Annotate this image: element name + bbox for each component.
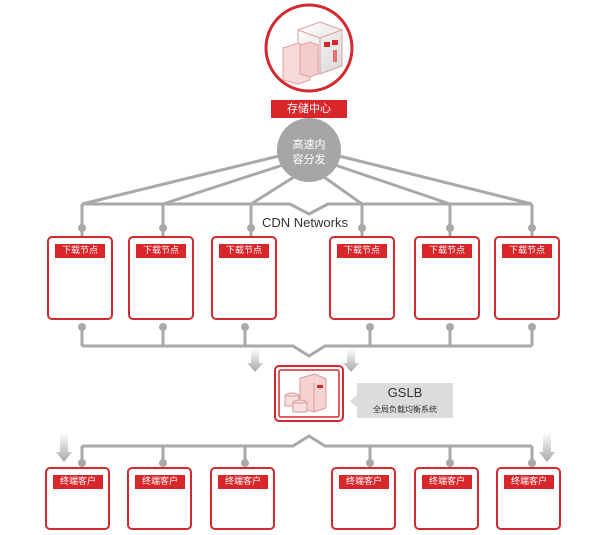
storage-server-icon — [282, 21, 343, 85]
client-top-dots — [78, 459, 536, 467]
hub-circle — [277, 118, 341, 182]
client-node: 终端客户 — [127, 467, 192, 530]
cdn-networks-label: CDN Networks — [262, 215, 348, 230]
download-node-label: 下载节点 — [337, 244, 387, 258]
hub-label-line1: 高速内 — [292, 138, 326, 151]
cdn-fanout-lines — [80, 154, 534, 238]
client-fanout-lines — [80, 434, 534, 462]
client-node: 终端客户 — [45, 467, 110, 530]
client-node: 终端客户 — [210, 467, 275, 530]
download-node-label: 下载节点 — [219, 244, 269, 258]
download-node: 下载节点 — [128, 236, 194, 320]
download-node-label: 下载节点 — [502, 244, 552, 258]
down-arrow-icon — [56, 432, 72, 462]
download-node: 下载节点 — [329, 236, 395, 320]
download-node: 下载节点 — [414, 236, 480, 320]
client-node-label: 终端客户 — [135, 475, 185, 489]
download-node-label: 下载节点 — [55, 244, 105, 258]
gslb-callout — [357, 383, 453, 418]
client-node: 终端客户 — [496, 467, 561, 530]
client-node-label: 终端客户 — [53, 475, 103, 489]
node-bottom-dots — [78, 323, 536, 331]
client-node-label: 终端客户 — [218, 475, 268, 489]
client-node: 终端客户 — [414, 467, 479, 530]
gslb-subtitle: 全局负载均衡系统 — [373, 405, 437, 414]
download-node-label: 下载节点 — [136, 244, 186, 258]
down-arrow-icon — [247, 348, 263, 372]
client-node: 终端客户 — [331, 467, 396, 530]
gslb-node — [274, 365, 344, 422]
storage-center — [264, 3, 354, 93]
gslb-title: GSLB — [387, 385, 423, 400]
download-node: 下载节点 — [211, 236, 277, 320]
gslb-callout-pointer — [350, 395, 357, 407]
down-arrow-icon — [539, 432, 555, 462]
hub-label: 高速内 容分发 — [279, 137, 339, 167]
client-node-label: 终端客户 — [422, 475, 472, 489]
hub-label-line2: 容分发 — [292, 153, 326, 166]
download-node: 下载节点 — [47, 236, 113, 320]
database-server-icon — [284, 373, 327, 413]
node-merge-lines — [80, 326, 534, 358]
client-node-label: 终端客户 — [504, 475, 554, 489]
download-node: 下载节点 — [494, 236, 560, 320]
cdn-top-dots — [78, 224, 536, 232]
down-arrow-icon — [343, 348, 359, 372]
download-node-label: 下载节点 — [422, 244, 472, 258]
client-node-label: 终端客户 — [339, 475, 389, 489]
storage-center-label: 存储中心 — [271, 100, 347, 118]
